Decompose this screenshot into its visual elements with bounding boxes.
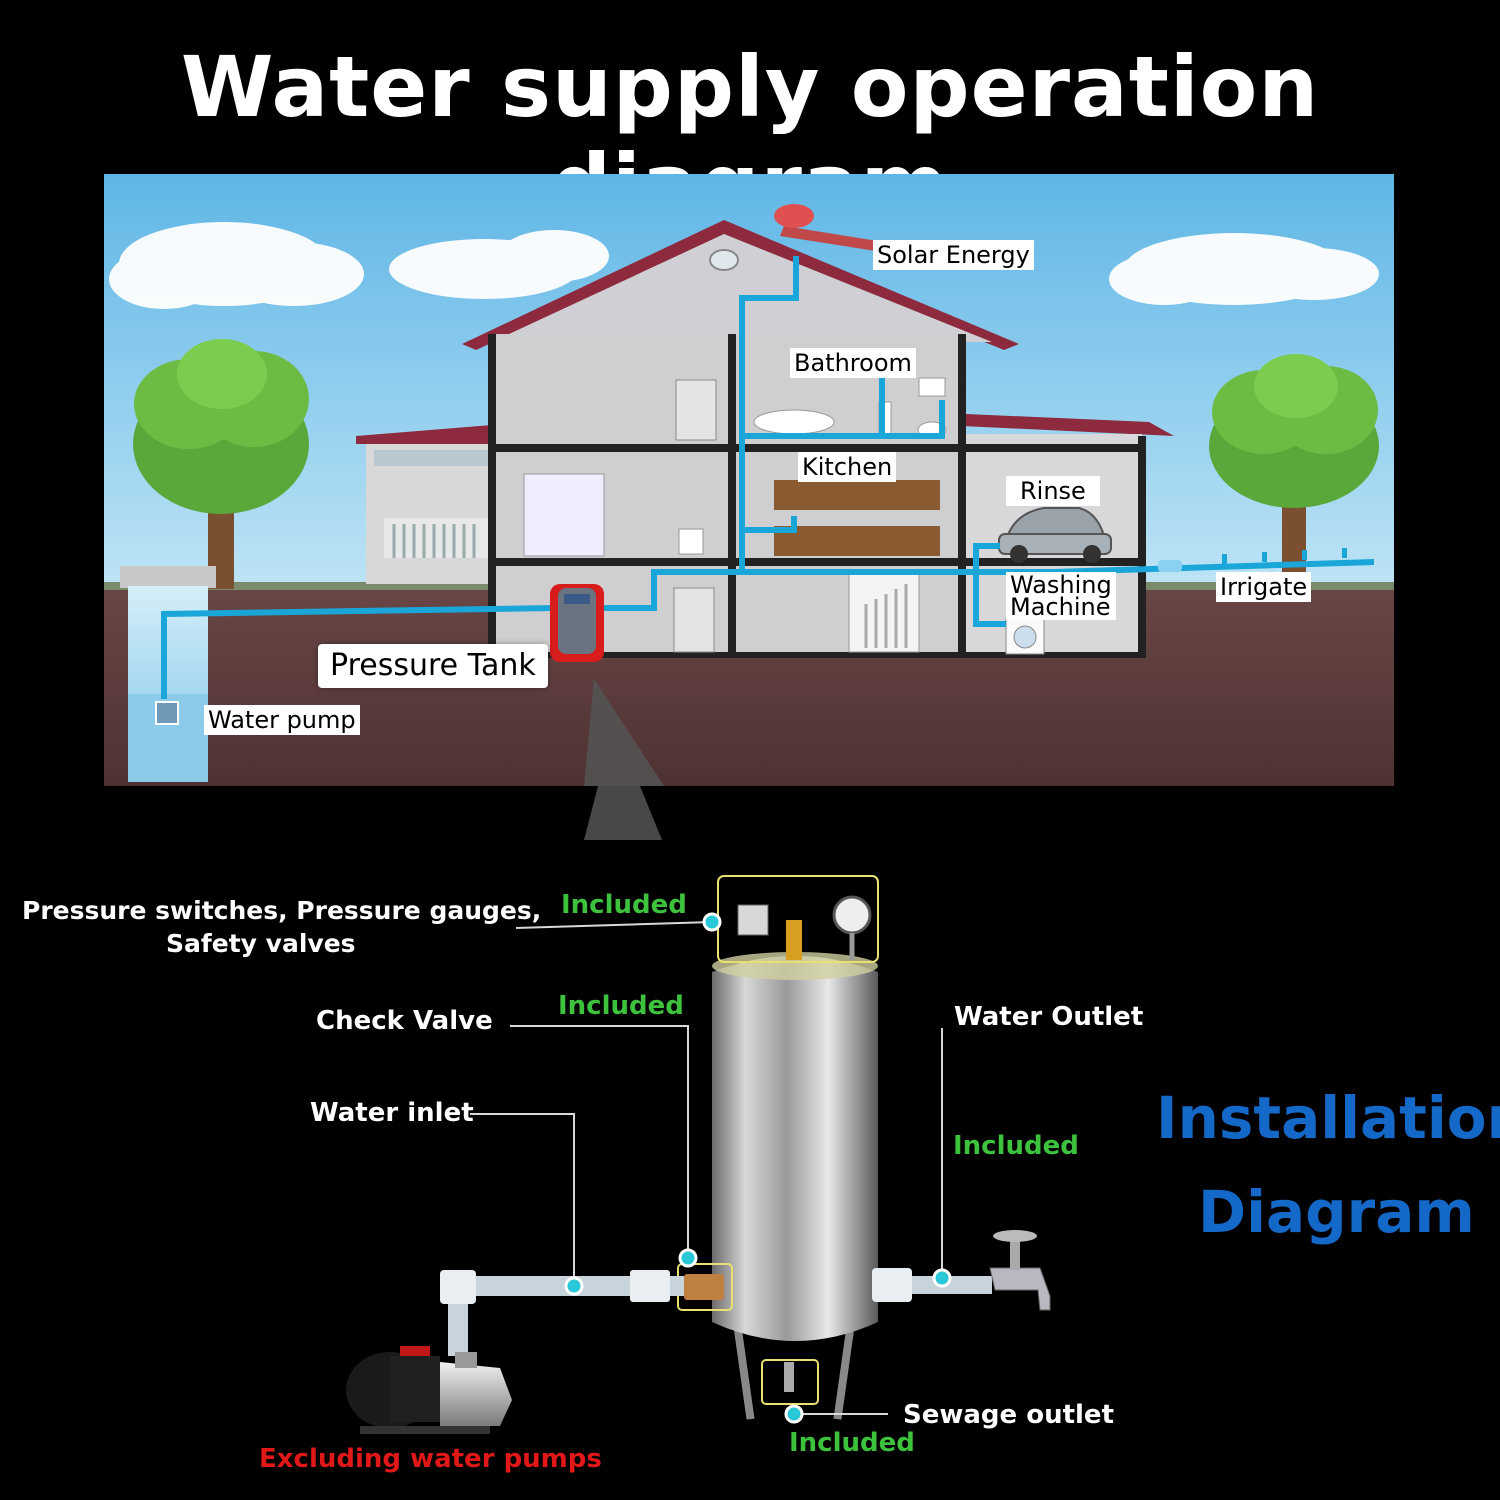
label-irrigate: Irrigate xyxy=(1216,572,1312,602)
well xyxy=(120,566,216,782)
left-building xyxy=(356,424,504,584)
label-rinse: Rinse xyxy=(1006,476,1100,506)
label-excluding-water-pumps: Excluding water pumps xyxy=(259,1444,602,1474)
included-fittings: Included xyxy=(561,890,687,920)
label-washing-machine: Washing Machine xyxy=(1006,572,1116,620)
label-pressure-tank: Pressure Tank xyxy=(318,644,548,688)
label-bathroom: Bathroom xyxy=(790,348,916,378)
included-check-valve: Included xyxy=(558,991,684,1021)
house-scene: Solar Energy Bathroom Kitchen Rinse Wash… xyxy=(104,174,1394,786)
included-sewage-outlet: Included xyxy=(789,1428,915,1458)
label-check-valve: Check Valve xyxy=(316,1006,493,1036)
solar-heater xyxy=(774,204,884,252)
label-water-outlet: Water Outlet xyxy=(954,1002,1144,1032)
water-pump xyxy=(346,1346,512,1434)
installation-heading-line2: Diagram xyxy=(1198,1178,1475,1246)
label-pressure-switches-line2: Safety valves xyxy=(166,929,356,958)
sewage-highlight-box xyxy=(761,1359,819,1405)
label-solar-energy: Solar Energy xyxy=(873,240,1034,270)
pressure-tank xyxy=(550,584,604,662)
leader-lines xyxy=(470,921,943,1415)
label-kitchen: Kitchen xyxy=(798,452,897,482)
clouds xyxy=(109,222,1379,309)
connection-markers xyxy=(564,912,952,1424)
included-water-outlet: Included xyxy=(953,1131,1079,1161)
label-pressure-switches-line1: Pressure switches, Pressure gauges, xyxy=(22,896,542,925)
label-washing-line1: Washing xyxy=(1010,571,1112,599)
label-water-pump: Water pump xyxy=(204,705,360,735)
outlet-faucet xyxy=(872,1230,1051,1311)
tree-left xyxy=(133,339,309,589)
sprinklers xyxy=(1158,548,1347,572)
tree-right xyxy=(1209,354,1379,584)
installation-heading-line1: Installation xyxy=(1156,1084,1500,1152)
label-sewage-outlet: Sewage outlet xyxy=(903,1400,1114,1430)
stainless-tank xyxy=(712,895,878,1420)
label-water-inlet: Water inlet xyxy=(310,1098,474,1128)
label-washing-line2: Machine xyxy=(1010,593,1111,621)
